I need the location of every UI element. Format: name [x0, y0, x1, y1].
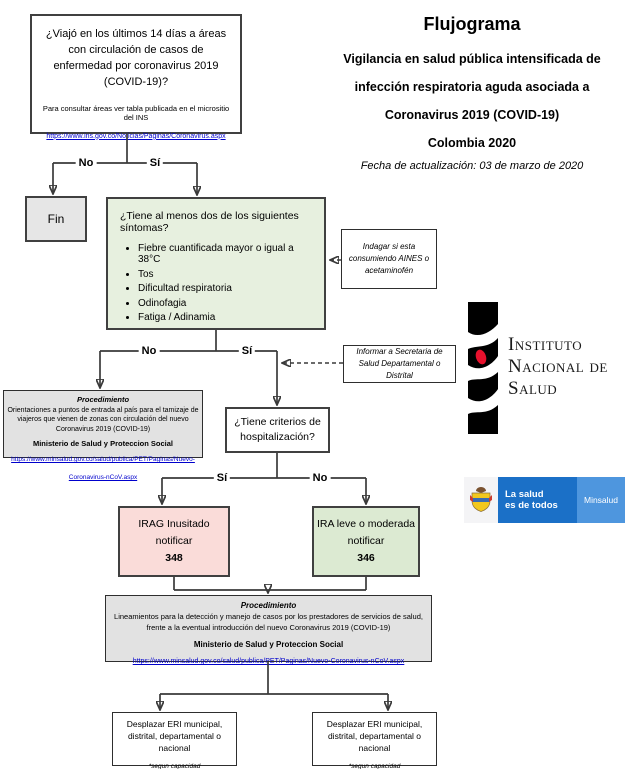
procedure-entry-body: Orientaciones a puntos de entrada al paí…: [7, 407, 199, 433]
eri-left-box: Desplazar ERI municipal, distrital, depa…: [112, 712, 237, 769]
page-subtitle-line2: Coronavirus 2019 (COVID-19): [384, 108, 560, 122]
procedure-entry-title: Procedimiento: [76, 395, 130, 404]
procedure-guidelines-title: Procedimiento: [240, 601, 297, 610]
branch-label-si-1: Sí: [146, 157, 164, 169]
page-title: Flujograma: [423, 14, 521, 34]
symptoms-list: Fiebre cuantificada mayor o igual a 38°C…: [120, 243, 318, 323]
travel-note: Para consultar áreas ver tabla publicada…: [42, 103, 230, 122]
ins-coronavirus-link[interactable]: https://www.ins.gov.co/Noticias/Paginas/…: [46, 132, 226, 140]
irag-line1: IRAG Inusitado: [138, 518, 210, 531]
irag-line2: notificar: [155, 535, 193, 548]
hospitalization-decision-box: ¿Tiene criterios de hospitalización?: [225, 407, 330, 453]
branch-label-no-1: No: [75, 157, 97, 169]
page-subtitle-line1: Vigilancia en salud pública intensificad…: [343, 52, 601, 94]
minsalud-link-2[interactable]: https://www.minsalud.gov.co/salud/public…: [132, 658, 405, 665]
note-secretaria-text: Informar a Secretaria de Salud Departame…: [356, 347, 443, 380]
fin-box: Fin: [25, 196, 87, 242]
branch-label-si-3: Sí: [213, 472, 231, 484]
minsalud-logo: La salud es de todos Minsalud: [464, 477, 625, 523]
travel-decision-box: ¿Viajó en los últimos 14 días a áreas co…: [30, 14, 242, 140]
procedure-guidelines-body: Lineamientos para la detección y manejo …: [114, 612, 423, 632]
eri-right-box: Desplazar ERI municipal, distrital, depa…: [312, 712, 437, 769]
eri-left-body: Desplazar ERI municipal, distrital, depa…: [126, 719, 223, 753]
ira-box: IRA leve o moderada notificar 346: [312, 506, 420, 577]
eri-right-body: Desplazar ERI municipal, distrital, depa…: [326, 719, 423, 753]
colombia-coat-of-arms-icon: [464, 477, 498, 523]
symptom-item: Tos: [138, 269, 318, 280]
symptom-item: Odinofagia: [138, 298, 318, 309]
minsalud-tagline-line2: es de todos: [505, 500, 558, 511]
travel-question: ¿Viajó en los últimos 14 días a áreas co…: [45, 28, 227, 88]
ins-logo: Instituto Nacional de Salud: [468, 302, 608, 439]
symptom-item: Fatiga / Adinamia: [138, 312, 318, 323]
branch-label-si-2: Sí: [238, 345, 256, 357]
eri-left-note: *segun capacidad: [148, 762, 201, 769]
page-subtitle-line3: Colombia 2020: [427, 136, 517, 150]
note-aines-text: Indagar si esta consumiendo AINES o acet…: [348, 242, 430, 275]
minsalud-name-text: Minsalud: [583, 495, 619, 505]
procedure-guidelines-box: Procedimiento Lineamientos para la detec…: [105, 595, 432, 665]
ins-monogram-icon: [468, 302, 498, 439]
symptoms-decision-box: ¿Tiene al menos dos de los siguientes sí…: [106, 197, 326, 330]
procedure-entry-ministry: Ministerio de Salud y Proteccion Social: [32, 439, 174, 449]
minsalud-tagline-line1: La salud: [505, 488, 544, 500]
ins-wordmark-line1: Instituto: [508, 334, 583, 355]
fin-label: Fin: [47, 212, 65, 226]
procedure-guidelines-ministry: Ministerio de Salud y Proteccion Social: [193, 640, 344, 649]
ira-code: 346: [357, 551, 375, 564]
ira-line2: notificar: [347, 535, 385, 548]
symptoms-question: ¿Tiene al menos dos de los siguientes sí…: [120, 210, 299, 234]
ins-wordmark-line3: Salud: [508, 378, 558, 399]
branch-label-no-2: No: [138, 345, 160, 357]
irag-code: 348: [165, 551, 183, 564]
minsalud-link-1[interactable]: https://www.minsalud.gov.co/salud/public…: [11, 456, 195, 482]
minsalud-name: Minsalud: [577, 477, 625, 523]
note-secretaria-box: Informar a Secretaria de Salud Departame…: [343, 345, 456, 383]
note-aines-box: Indagar si esta consumiendo AINES o acet…: [341, 229, 437, 289]
update-date: Fecha de actualización: 03 de marzo de 2…: [360, 160, 584, 172]
eri-right-note: *segun capacidad: [348, 762, 401, 769]
ins-wordmark-line2: Nacional de: [508, 356, 608, 377]
ins-wordmark: Instituto Nacional de Salud: [508, 334, 608, 439]
irag-box: IRAG Inusitado notificar 348: [118, 506, 230, 577]
hospitalization-question: ¿Tiene criterios de hospitalización?: [234, 415, 321, 443]
procedure-entry-box: Procedimiento Orientaciones a puntos de …: [3, 390, 203, 481]
minsalud-tagline: La salud es de todos: [498, 477, 577, 523]
branch-label-no-3: No: [309, 472, 331, 484]
ira-line1: IRA leve o moderada: [316, 518, 416, 531]
symptom-item: Dificultad respiratoria: [138, 283, 318, 294]
symptom-item: Fiebre cuantificada mayor o igual a 38°C: [138, 243, 318, 265]
title-block: Flujograma Vigilancia en salud pública i…: [322, 14, 622, 172]
